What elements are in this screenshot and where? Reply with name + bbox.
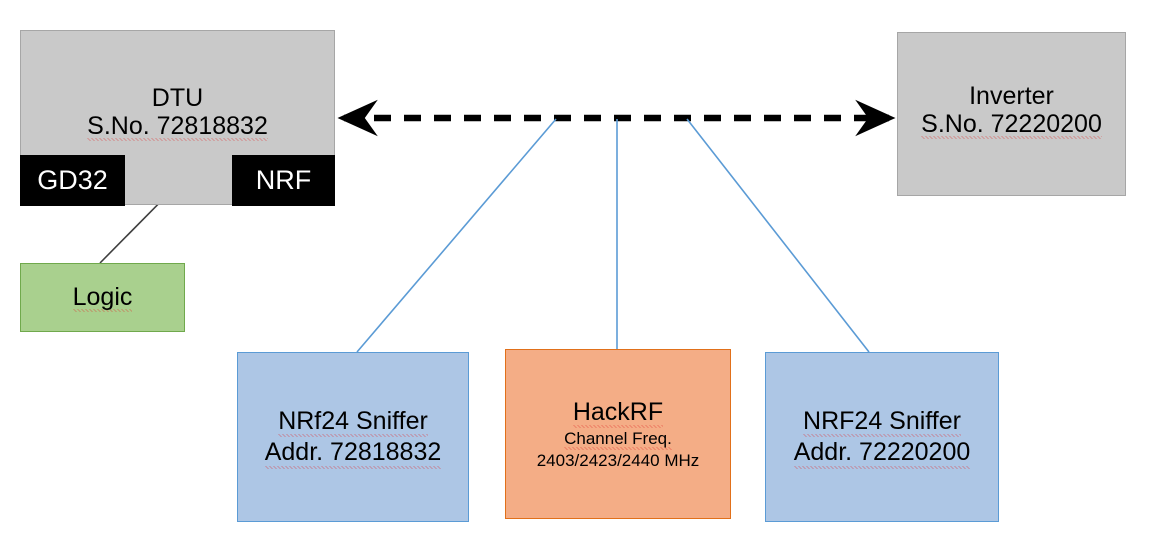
nrf-chip-node[interactable]: NRF [232, 155, 335, 206]
hackrf-channel-label: Channel Freq. [564, 427, 672, 450]
inverter-label: Inverter [969, 82, 1054, 110]
inverter-node[interactable]: Inverter S.No. 72220200 [897, 32, 1126, 196]
hackrf-node[interactable]: HackRF Channel Freq. 2403/2423/2440 MHz [505, 349, 731, 519]
logic-label: Logic [72, 283, 133, 312]
sniffer-left-label: NRf24 Sniffer [278, 405, 428, 437]
nrf-label: NRF [255, 165, 312, 195]
dtu-label: DTU [151, 84, 204, 112]
tap-left-connector [356, 118, 557, 353]
gd32-chip-node[interactable]: GD32 [20, 155, 125, 206]
dtu-serial-label: S.No. 72818832 [87, 112, 268, 141]
sniffer-right-node[interactable]: NRF24 Sniffer Addr. 72220200 [765, 352, 999, 522]
hackrf-label: HackRF [572, 396, 664, 428]
gd32-label: GD32 [37, 165, 108, 195]
inverter-serial-label: S.No. 72220200 [921, 110, 1102, 139]
logic-node[interactable]: Logic [20, 263, 185, 332]
sniffer-right-label: NRF24 Sniffer [803, 405, 961, 437]
tap-right-connector [686, 118, 870, 353]
hackrf-freq-label: 2403/2423/2440 MHz [536, 451, 700, 470]
sniffer-right-addr-label: Addr. 72220200 [793, 437, 971, 469]
sniffer-left-addr-label: Addr. 72818832 [264, 437, 442, 469]
sniffer-left-node[interactable]: NRf24 Sniffer Addr. 72818832 [237, 352, 469, 522]
